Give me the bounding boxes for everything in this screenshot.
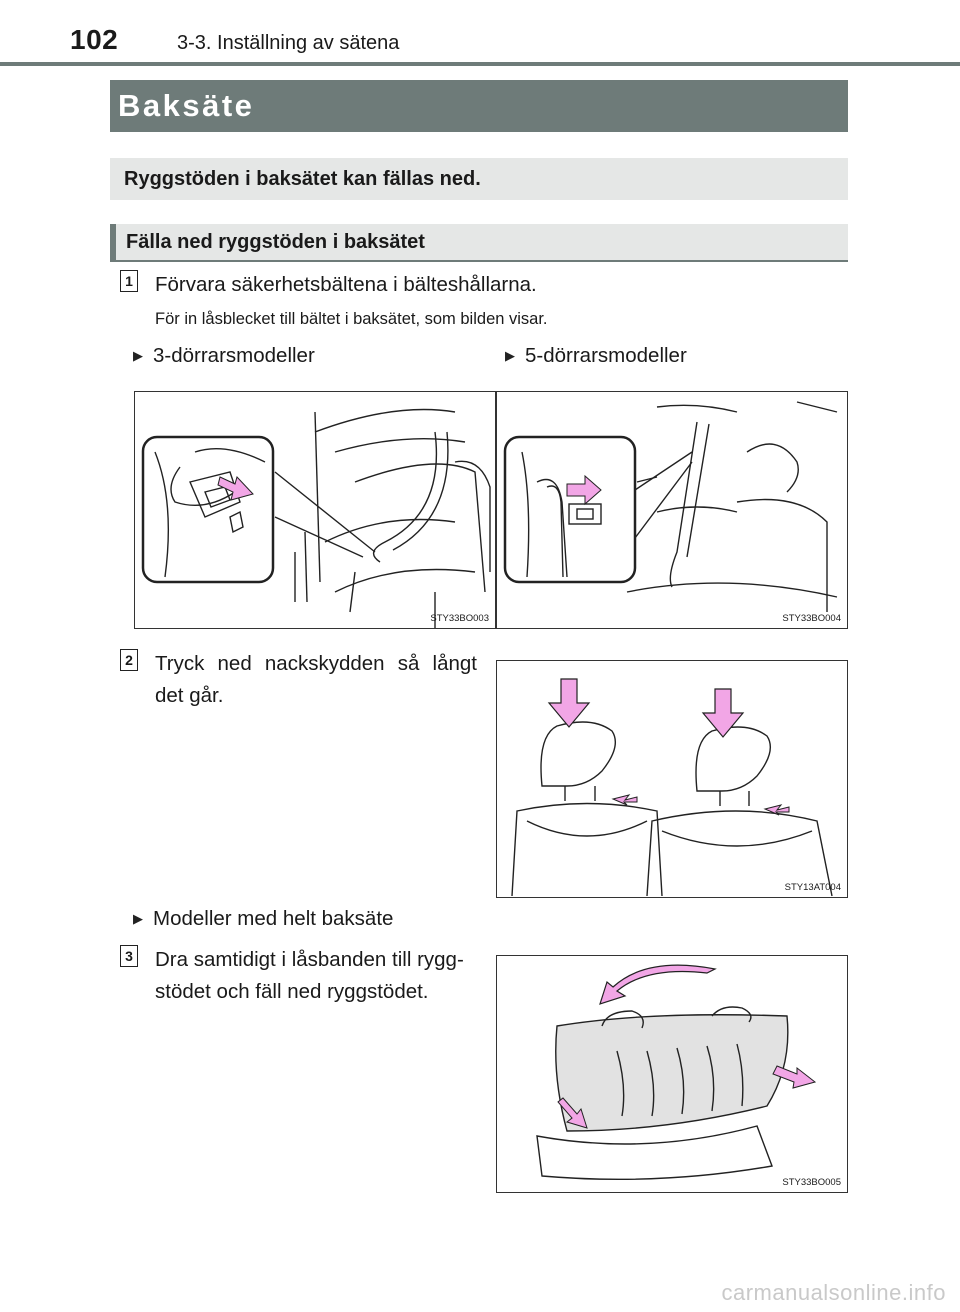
figure-5-door-belt: STY33BO004 [496,391,848,629]
variant-full-seat: ▶ Modeller med helt baksäte [133,907,393,931]
headrest-illustration [511,678,833,897]
belt-holder-5-door-illustration [503,401,838,612]
step-2-text: Tryck ned nackskydden så långt det går. [155,652,477,707]
header-rule [0,62,960,66]
triangle-bullet-icon: ▶ [133,348,143,363]
watermark: carmanualsonline.info [721,1280,946,1305]
subheading: Fälla ned ryggstöden i baksätet [110,224,848,262]
figure-fold-seatback: STY33BO005 [496,955,848,1193]
step-1-note: För in låsblecket till bältet i baksätet… [155,310,548,328]
fold-seatback-illustration [536,964,817,1181]
figure-code: STY33BO005 [782,1177,841,1188]
figure-code: STY13AT004 [784,882,841,893]
page-number: 102 [70,24,119,55]
step-3-text: Dra samtidigt i låsbanden till rygg-stöd… [155,948,464,1003]
variant-full-seat-label: Modeller med helt baksäte [153,907,394,930]
triangle-bullet-icon: ▶ [505,348,515,363]
figure-3-door-belt: STY33BO003 [134,391,496,629]
belt-holder-3-door-illustration [141,408,491,628]
step-number-3: 3 [120,945,138,967]
chapter-title: 3-3. Inställning av sätena [177,32,400,54]
variant-5-door-label: 5-dörrarsmodeller [525,344,687,367]
variant-3-door: ▶ 3-dörrarsmodeller [133,344,315,368]
step-number-2: 2 [120,649,138,671]
figure-code: STY33BO004 [782,613,841,624]
variant-3-door-label: 3-dörrarsmodeller [153,344,315,367]
figure-headrests: STY13AT004 [496,660,848,898]
step-number-1: 1 [120,270,138,292]
triangle-bullet-icon: ▶ [133,911,143,926]
section-title: Baksäte [110,80,848,132]
step-1-text: Förvara säkerhetsbältena i bälteshållarn… [155,273,537,296]
variant-5-door: ▶ 5-dörrarsmodeller [505,344,687,368]
figure-code: STY33BO003 [430,613,489,624]
intro-box: Ryggstöden i baksätet kan fällas ned. [110,158,848,200]
